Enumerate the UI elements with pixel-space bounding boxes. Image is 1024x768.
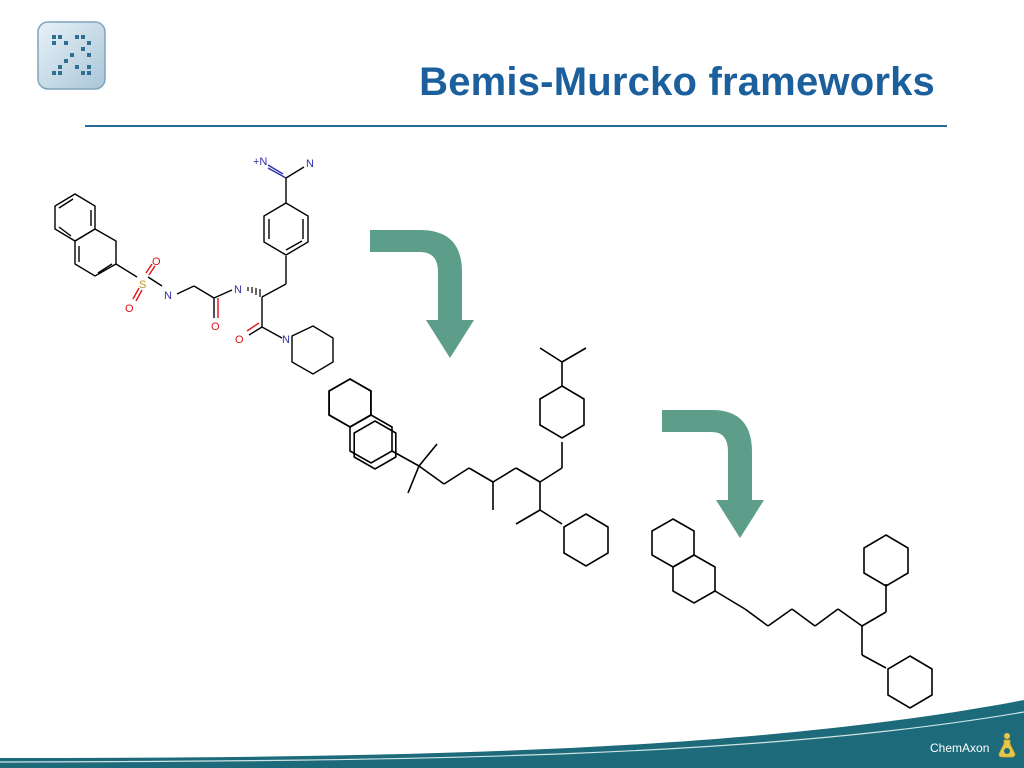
title-underline [85,125,947,127]
bond-aryl-s [115,263,138,278]
atom-label: N [164,290,172,302]
slide-title: Bemis-Murcko frameworks [419,60,935,104]
chemaxon-flask-icon [998,733,1016,758]
molecule-framework [651,518,933,709]
atom-label: N [234,284,242,296]
atom-label: O [125,303,134,315]
atom-label: S [139,279,146,291]
curved-down-arrow-icon [370,230,474,358]
pixel-matrix-logo-icon [37,21,106,90]
atom-label: O [152,256,161,268]
molecule-scaffold-with-sidechains [328,347,609,567]
brand-name: ChemAxon [930,741,990,755]
atom-label: O [211,321,220,333]
molecule-original [54,164,334,375]
atom-label: +N [253,156,267,168]
naphthalene-ring [54,193,117,277]
bond-s-n [147,276,163,287]
atom-label: N [306,158,314,170]
atom-label: O [235,334,244,346]
atom-label: N [282,334,290,346]
curved-down-arrow-icon [662,410,764,538]
